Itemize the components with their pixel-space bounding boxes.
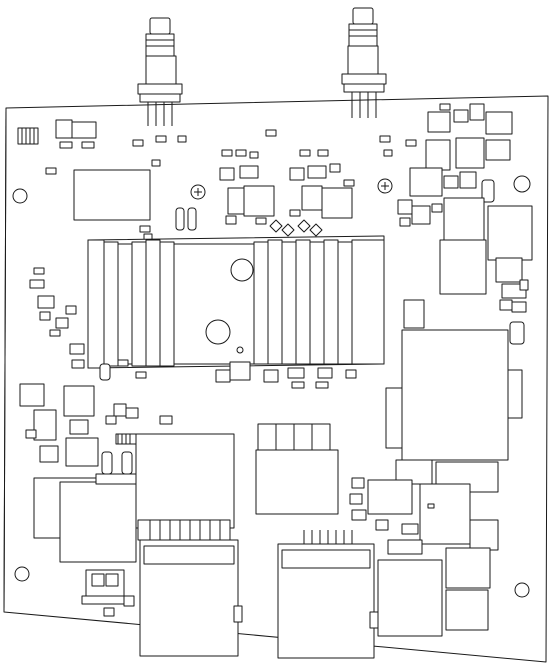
left-lower-components <box>34 474 136 562</box>
center-lower-components <box>136 424 338 540</box>
right-module <box>350 330 522 636</box>
sma-connector-right <box>342 8 386 118</box>
rf-section <box>140 150 354 240</box>
upper-left-components <box>18 120 276 220</box>
right-upper-components <box>380 104 532 344</box>
heatsink-icon <box>88 236 384 368</box>
terminal-block <box>82 570 134 616</box>
bottom-connector-right <box>278 530 378 658</box>
left-components <box>20 268 356 474</box>
sma-connector-left <box>138 18 182 126</box>
bottom-connector-left <box>140 540 242 656</box>
